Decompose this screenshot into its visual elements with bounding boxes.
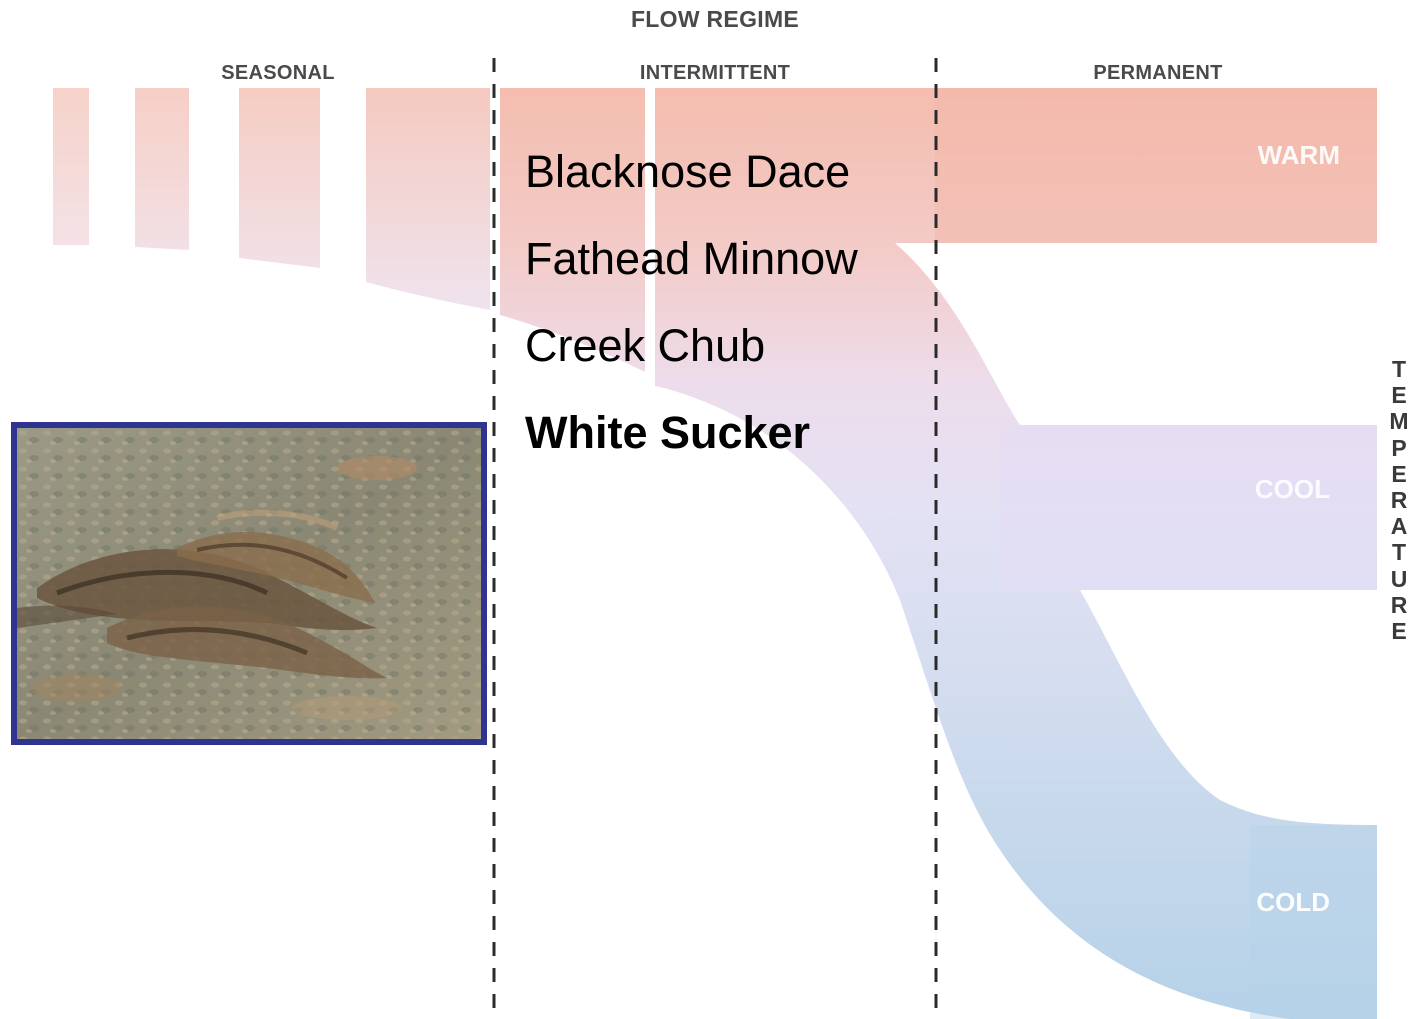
cool-block xyxy=(1000,425,1377,590)
temperature-axis-letter: A xyxy=(1389,513,1409,539)
band-label-cold: COLD xyxy=(1190,887,1330,918)
fish-photo-icon xyxy=(17,428,481,739)
species-item-highlighted: White Sucker xyxy=(525,401,858,488)
species-item: Creek Chub xyxy=(525,314,858,401)
temperature-axis-letter: M xyxy=(1389,408,1409,434)
band-label-cool: COOL xyxy=(1190,474,1330,505)
temperature-axis-letter: P xyxy=(1389,435,1409,461)
species-item: Fathead Minnow xyxy=(525,227,858,314)
fish-photo xyxy=(11,422,487,745)
species-list: Blacknose Dace Fathead Minnow Creek Chub… xyxy=(525,140,858,488)
temperature-axis-letter: T xyxy=(1389,539,1409,565)
temperature-axis-letter: E xyxy=(1389,618,1409,644)
temperature-axis-letter: R xyxy=(1389,487,1409,513)
temperature-axis-letter: T xyxy=(1389,356,1409,382)
band-label-warm: WARM xyxy=(1200,140,1340,171)
temperature-axis-letter: R xyxy=(1389,592,1409,618)
temperature-axis-letter: E xyxy=(1389,461,1409,487)
seasonal-strip xyxy=(239,88,320,268)
flow-regime-title: FLOW REGIME xyxy=(565,6,865,33)
seasonal-strip xyxy=(135,88,189,250)
column-header-intermittent: INTERMITTENT xyxy=(590,62,840,85)
species-item: Blacknose Dace xyxy=(525,140,858,227)
seasonal-strip xyxy=(366,88,490,310)
cold-block xyxy=(1250,825,1377,1019)
column-header-permanent: PERMANENT xyxy=(1058,62,1258,85)
temperature-axis-letter: U xyxy=(1389,566,1409,592)
seasonal-strip xyxy=(53,88,89,245)
column-header-seasonal: SEASONAL xyxy=(178,62,378,85)
temperature-axis-letter: E xyxy=(1389,382,1409,408)
